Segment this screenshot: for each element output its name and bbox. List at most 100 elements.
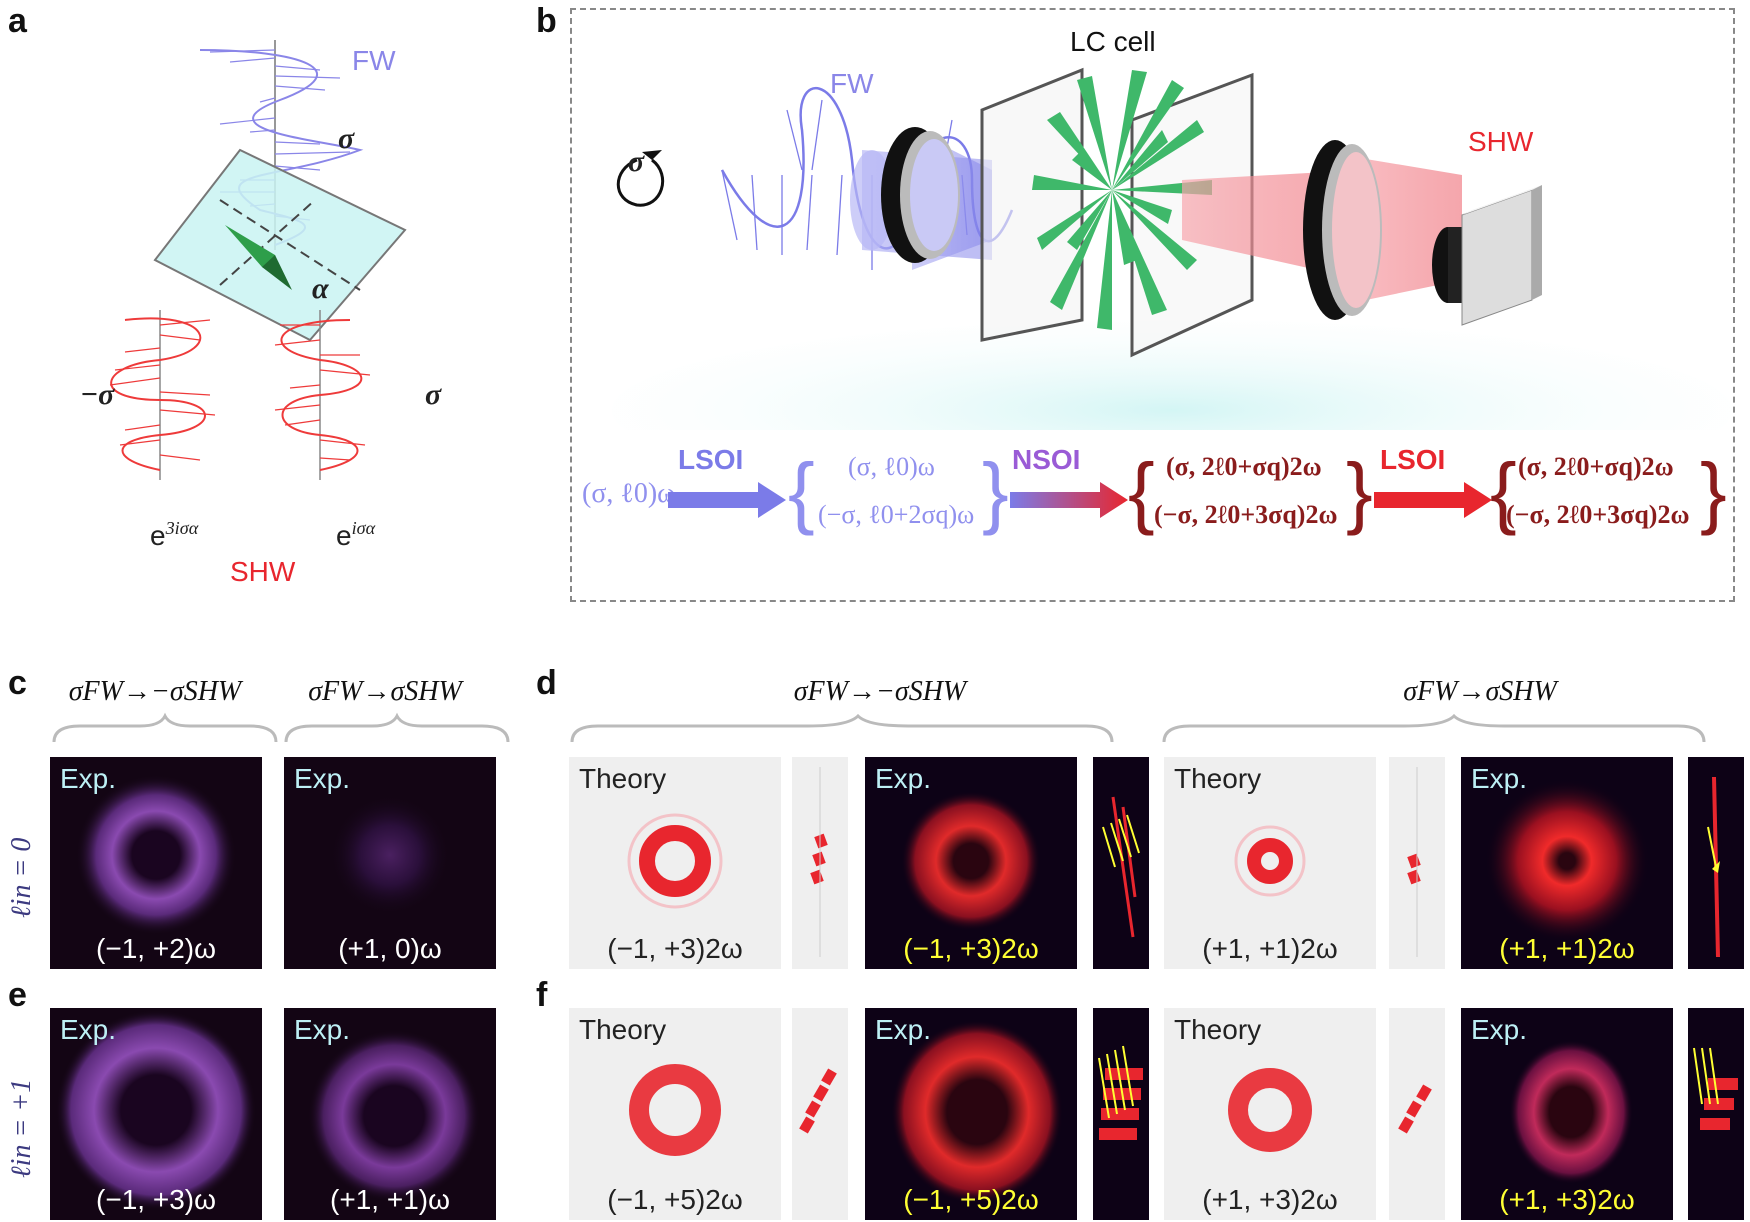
f-exp-1-tag: Exp.: [875, 1014, 932, 1045]
f-theory-1: Theory (−1, +5)2ω: [569, 1008, 781, 1220]
c-left-caption: (−1, +2)ω: [96, 933, 216, 964]
b-stage3-line1: (σ, 2ℓ0+σq)2ω: [1518, 452, 1674, 481]
b-brace-2-close: }: [1346, 447, 1373, 536]
panel-e-label: e: [8, 976, 27, 1014]
c-braces: [52, 712, 510, 743]
panel-b-setup-diagram: [612, 67, 1732, 430]
f-theory-1-tag: Theory: [579, 1014, 667, 1045]
a-shw-label: SHW: [230, 556, 296, 587]
f-exp-2-tag: Exp.: [1471, 1014, 1528, 1045]
c-right-caption: (+1, 0)ω: [338, 933, 442, 964]
e-left-tag: Exp.: [60, 1014, 117, 1045]
b-stage3-line2: (−σ, 2ℓ0+3σq)2ω: [1506, 500, 1690, 529]
interface-plane: [153, 148, 407, 342]
panel-f-label: f: [536, 976, 548, 1014]
b-input-state: (σ, ℓ0)ω: [582, 478, 676, 509]
panel-b-frame: [570, 8, 1735, 602]
b-brace-3-close: }: [1700, 447, 1727, 536]
b-arrow-lsoi-2: [1374, 482, 1492, 518]
a-exp-left: e3iσα: [150, 518, 199, 551]
d-exp-1: Exp. (−1, +3)2ω: [865, 757, 1077, 969]
d-theory-2-side: [1389, 757, 1445, 969]
d-exp-1-side: [1093, 757, 1149, 969]
b-brace-2-open: {: [1128, 447, 1155, 536]
b-arrow-nsoi: [1010, 482, 1128, 518]
d-title-left: σFW→−σSHW: [793, 676, 967, 707]
b-shw-label: SHW: [1468, 126, 1534, 157]
panel-b-label: b: [536, 2, 557, 40]
shw-helix-right: [274, 310, 371, 480]
f-theory-2: Theory (+1, +3)2ω: [1164, 1008, 1376, 1220]
panel-a-diagram: [109, 40, 407, 480]
c-title-right: σFW→σSHW: [308, 676, 462, 707]
e-exp-right: Exp. (+1, +1)ω: [284, 1008, 496, 1220]
panel-d-label: d: [536, 664, 557, 702]
f-exp-1-caption: (−1, +5)2ω: [903, 1184, 1039, 1215]
b-brace-3-open: {: [1490, 447, 1517, 536]
b-lsoi-1-label: LSOI: [678, 444, 744, 475]
d-exp-2-side: [1688, 757, 1744, 969]
b-lc-plate-1: [980, 67, 1084, 342]
d-exp-2: Exp. (+1, +1)2ω: [1461, 757, 1673, 969]
a-sigma-right: σ: [425, 378, 442, 411]
d-theory-1-tag: Theory: [579, 763, 667, 794]
b-arrow-lsoi-1: [668, 482, 786, 518]
d-exp-2-tag: Exp.: [1471, 763, 1528, 794]
b-lens-1: [881, 127, 960, 263]
a-fw-label: FW: [352, 45, 396, 76]
c-left-tag: Exp.: [60, 763, 117, 794]
a-exp-right: eiσα: [336, 518, 376, 551]
b-camera: [1432, 185, 1542, 326]
e-right-tag: Exp.: [294, 1014, 351, 1045]
f-exp-1-side: [1093, 1008, 1149, 1220]
c-row-label: ℓin = 0: [6, 837, 37, 918]
d-theory-2-tag: Theory: [1174, 763, 1262, 794]
a-minus-sigma: −σ: [80, 378, 115, 411]
c-title-left: σFW→−σSHW: [68, 676, 242, 707]
b-lens-2: [1303, 140, 1382, 320]
f-theory-1-side: [792, 1008, 848, 1220]
e-right-caption: (+1, +1)ω: [330, 1184, 450, 1215]
panel-a-label: a: [8, 2, 27, 40]
d-theory-2: Theory (+1, +1)2ω: [1164, 757, 1376, 969]
c-exp-right: Exp. (+1, 0)ω: [284, 757, 496, 969]
d-theory-1: Theory (−1, +3)2ω: [569, 757, 781, 969]
b-lc-cell-label: LC cell: [1070, 26, 1156, 57]
b-fw-label: FW: [830, 68, 874, 99]
d-theory-1-side: [792, 757, 848, 969]
b-brace-1-open: {: [788, 447, 815, 536]
b-nsoi-label: NSOI: [1012, 444, 1081, 475]
e-left-caption: (−1, +3)ω: [96, 1184, 216, 1215]
b-brace-1-close: }: [982, 447, 1009, 536]
panel-c-label: c: [8, 664, 27, 702]
f-theory-2-tag: Theory: [1174, 1014, 1262, 1045]
b-stage1-line1: (σ, ℓ0)ω: [848, 452, 935, 481]
d-exp-2-caption: (+1, +1)2ω: [1499, 933, 1635, 964]
e-exp-left: Exp. (−1, +3)ω: [50, 1008, 262, 1220]
a-sigma-top: σ: [338, 122, 355, 155]
d-exp-1-tag: Exp.: [875, 763, 932, 794]
f-exp-2-side: [1688, 1008, 1744, 1220]
f-exp-2-caption: (+1, +3)2ω: [1499, 1184, 1635, 1215]
d-title-right: σFW→σSHW: [1403, 676, 1557, 707]
f-exp-1: Exp. (−1, +5)2ω: [865, 1008, 1077, 1220]
b-stage2-line2: (−σ, 2ℓ0+3σq)2ω: [1154, 500, 1338, 529]
b-stage2-line1: (σ, 2ℓ0+σq)2ω: [1166, 452, 1322, 481]
f-theory-2-caption: (+1, +3)2ω: [1202, 1184, 1338, 1215]
f-theory-2-side: [1389, 1008, 1445, 1220]
b-stage1-line2: (−σ, ℓ0+2σq)ω: [818, 500, 975, 529]
d-theory-1-caption: (−1, +3)2ω: [607, 933, 743, 964]
f-theory-1-caption: (−1, +5)2ω: [607, 1184, 743, 1215]
f-exp-2: Exp. (+1, +3)2ω: [1461, 1008, 1673, 1220]
c-exp-left: Exp. (−1, +2)ω: [50, 757, 262, 969]
d-exp-1-caption: (−1, +3)2ω: [903, 933, 1039, 964]
shw-helix-left: [109, 310, 216, 480]
b-lsoi-2-label: LSOI: [1380, 444, 1446, 475]
c-right-tag: Exp.: [294, 763, 351, 794]
e-row-label: ℓin = +1: [6, 1078, 37, 1178]
a-alpha: α: [312, 272, 329, 305]
d-theory-2-caption: (+1, +1)2ω: [1202, 933, 1338, 964]
d-braces: [570, 713, 1706, 743]
b-lc-molecules: [1032, 70, 1212, 330]
b-sigma: σ: [628, 145, 645, 178]
